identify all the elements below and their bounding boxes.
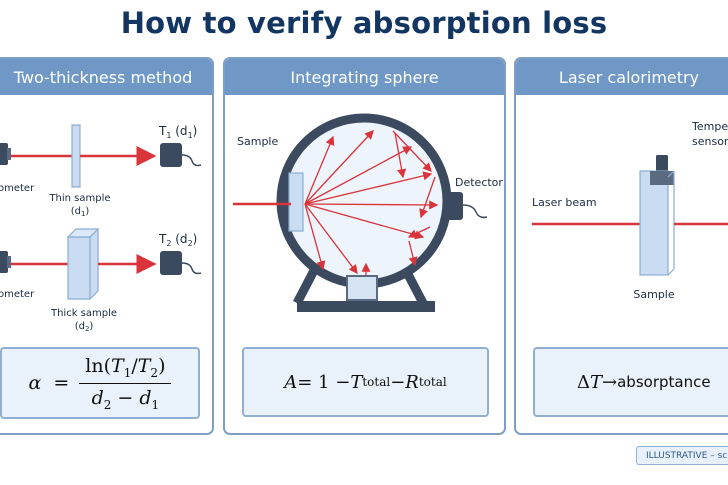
calorimetry-sample-label: Sample — [633, 288, 674, 301]
photometer-icon-bottom — [0, 251, 8, 273]
panel-two-thickness: Two-thickness method ometer Thin sample … — [0, 57, 214, 435]
laser-beam-label: Laser beam — [532, 196, 597, 209]
temperature-sensor-icon — [656, 155, 668, 172]
detector-icon-t1 — [160, 143, 182, 167]
integrating-sphere-diagram: Sample Detector — [233, 113, 503, 312]
scattered-rays — [304, 130, 439, 275]
page-title: How to verify absorption loss — [120, 6, 608, 40]
sphere-bottom-port — [346, 275, 378, 301]
temperature-sensor-label-2: sensor — [692, 135, 728, 148]
photometer-label-top: ometer — [0, 183, 35, 194]
sphere-detector-icon — [443, 192, 463, 220]
panel-laser-calorimetry: Laser calorimetry Tempe sensor Laser bea… — [514, 57, 728, 435]
panel-header-laser-calorimetry: Laser calorimetry — [516, 59, 728, 95]
temperature-sensor-label: Tempe — [691, 120, 728, 133]
sphere-sample-label: Sample — [237, 135, 278, 148]
thin-sample — [71, 124, 81, 188]
thin-sample-label: Thin sample — [48, 193, 110, 204]
thick-sample-label: Thick sample — [50, 308, 117, 319]
laser-calorimetry-diagram: Tempe sensor Laser beam Sample — [532, 120, 728, 301]
two-thickness-diagram: ometer Thin sample (d1) T1 (d1) ometer T… — [0, 124, 202, 333]
thick-sample — [67, 227, 99, 300]
detector-icon-t2 — [160, 251, 182, 275]
sphere-detector-label: Detector — [455, 176, 503, 189]
panel-header-integrating-sphere: Integrating sphere — [225, 59, 504, 95]
panel-header-two-thickness: Two-thickness method — [0, 59, 212, 95]
thin-sample-thickness: (d1) — [71, 206, 90, 218]
panel-integrating-sphere: Integrating sphere — [223, 57, 506, 435]
t1-label: T1 (d1) — [158, 124, 197, 140]
t2-label: T2 (d2) — [158, 232, 197, 248]
photometer-icon-top — [0, 143, 8, 165]
calorimetry-sample — [639, 170, 669, 276]
formula-two-thickness: α = ln(T1/T2) d2 − d1 — [0, 347, 200, 419]
illustrative-badge: ILLUSTRATIVE – sch — [636, 446, 728, 465]
thick-sample-thickness: (d2) — [75, 321, 94, 333]
photometer-label-bottom: ometer — [0, 289, 35, 300]
